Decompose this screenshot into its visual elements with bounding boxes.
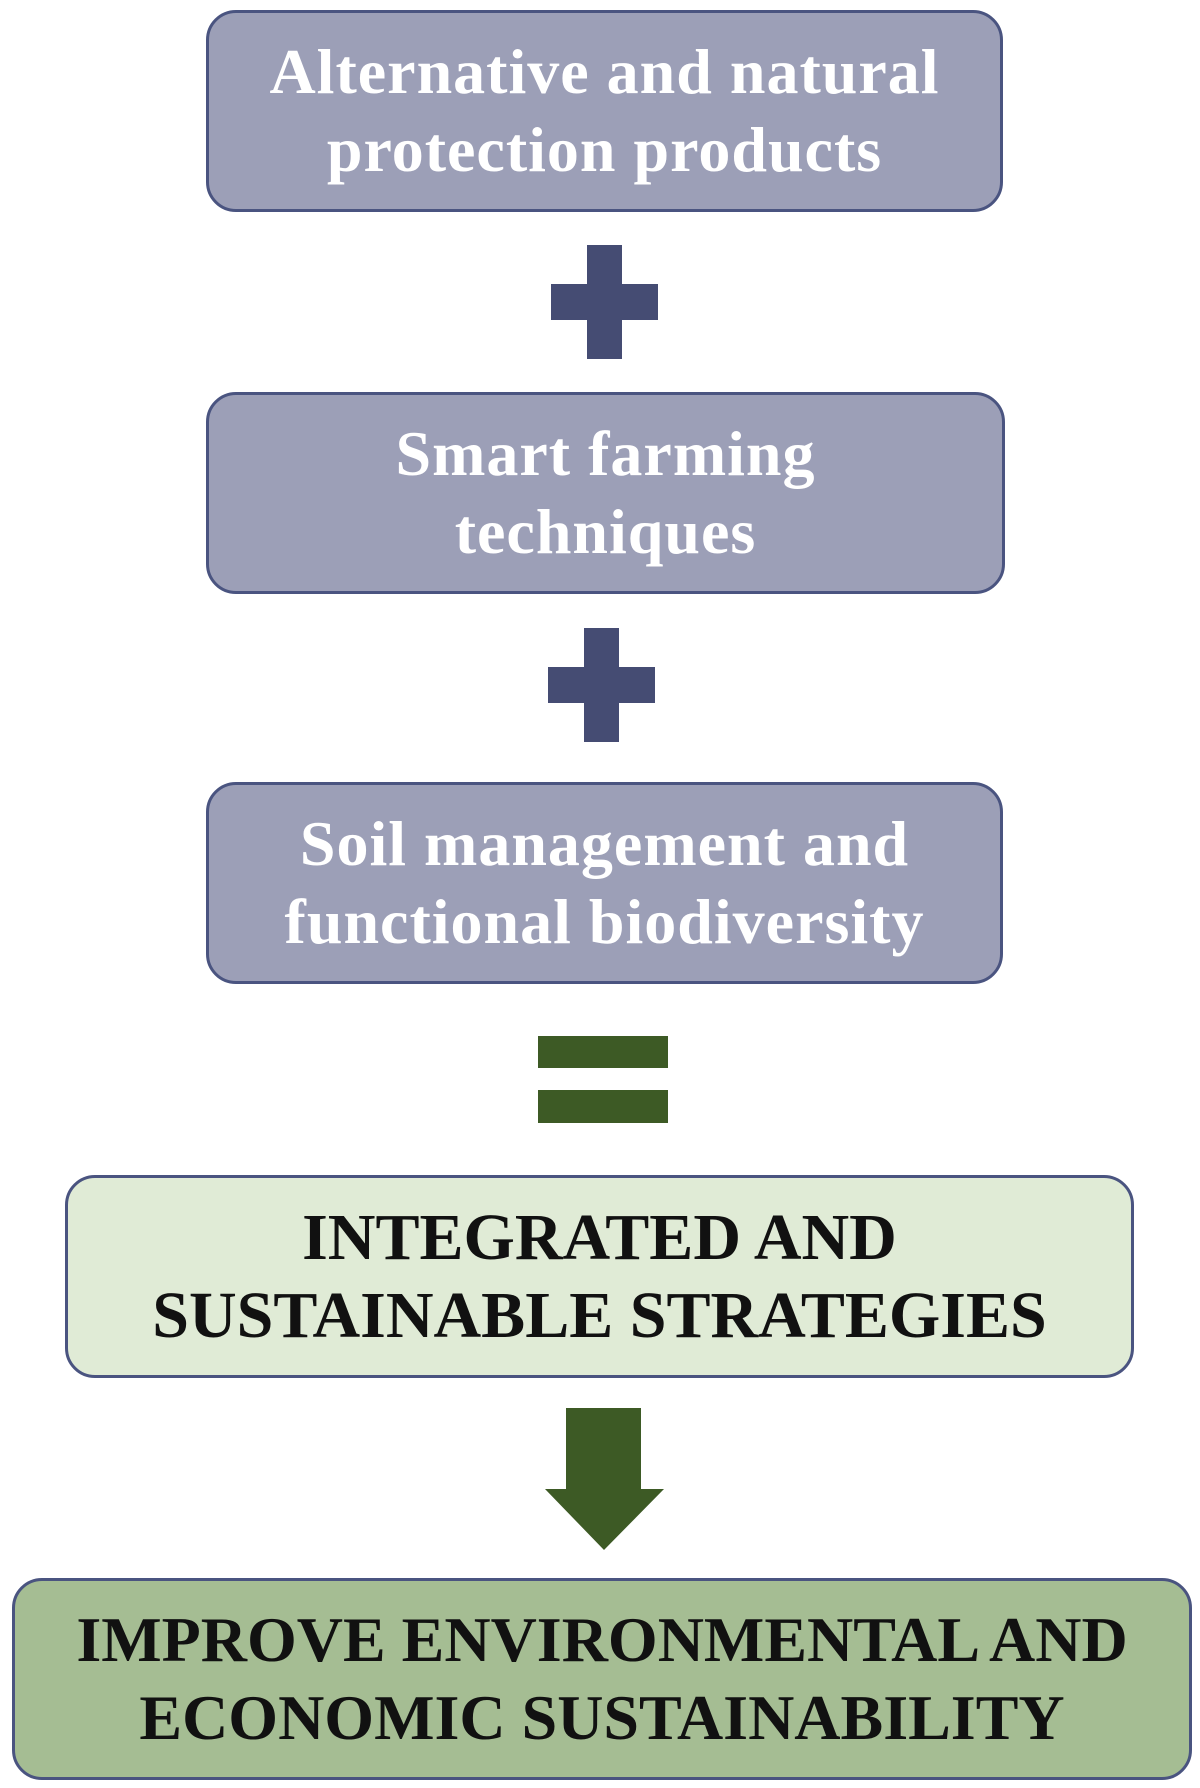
down-arrow-icon: [545, 1408, 664, 1550]
strategy-label: INTEGRATED AND SUSTAINABLE STRATEGIES: [152, 1200, 1047, 1352]
sustainability-result-box: IMPROVE ENVIRONMENTAL AND ECONOMIC SUSTA…: [12, 1578, 1192, 1780]
result-label: IMPROVE ENVIRONMENTAL AND ECONOMIC SUSTA…: [76, 1604, 1128, 1753]
input-box-soil-management: Soil management and functional biodivers…: [206, 782, 1003, 984]
input-box-alternative-protection: Alternative and natural protection produ…: [206, 10, 1003, 212]
input-box-smart-farming: Smart farming techniques: [206, 392, 1005, 594]
plus-icon: [551, 245, 658, 359]
input-box-label: Alternative and natural protection produ…: [269, 36, 940, 185]
input-box-label: Smart farming techniques: [395, 418, 816, 567]
plus-icon: [548, 628, 655, 742]
integrated-strategies-box: INTEGRATED AND SUSTAINABLE STRATEGIES: [65, 1175, 1134, 1378]
input-box-label: Soil management and functional biodivers…: [284, 808, 925, 957]
equals-icon: [538, 1036, 668, 1123]
